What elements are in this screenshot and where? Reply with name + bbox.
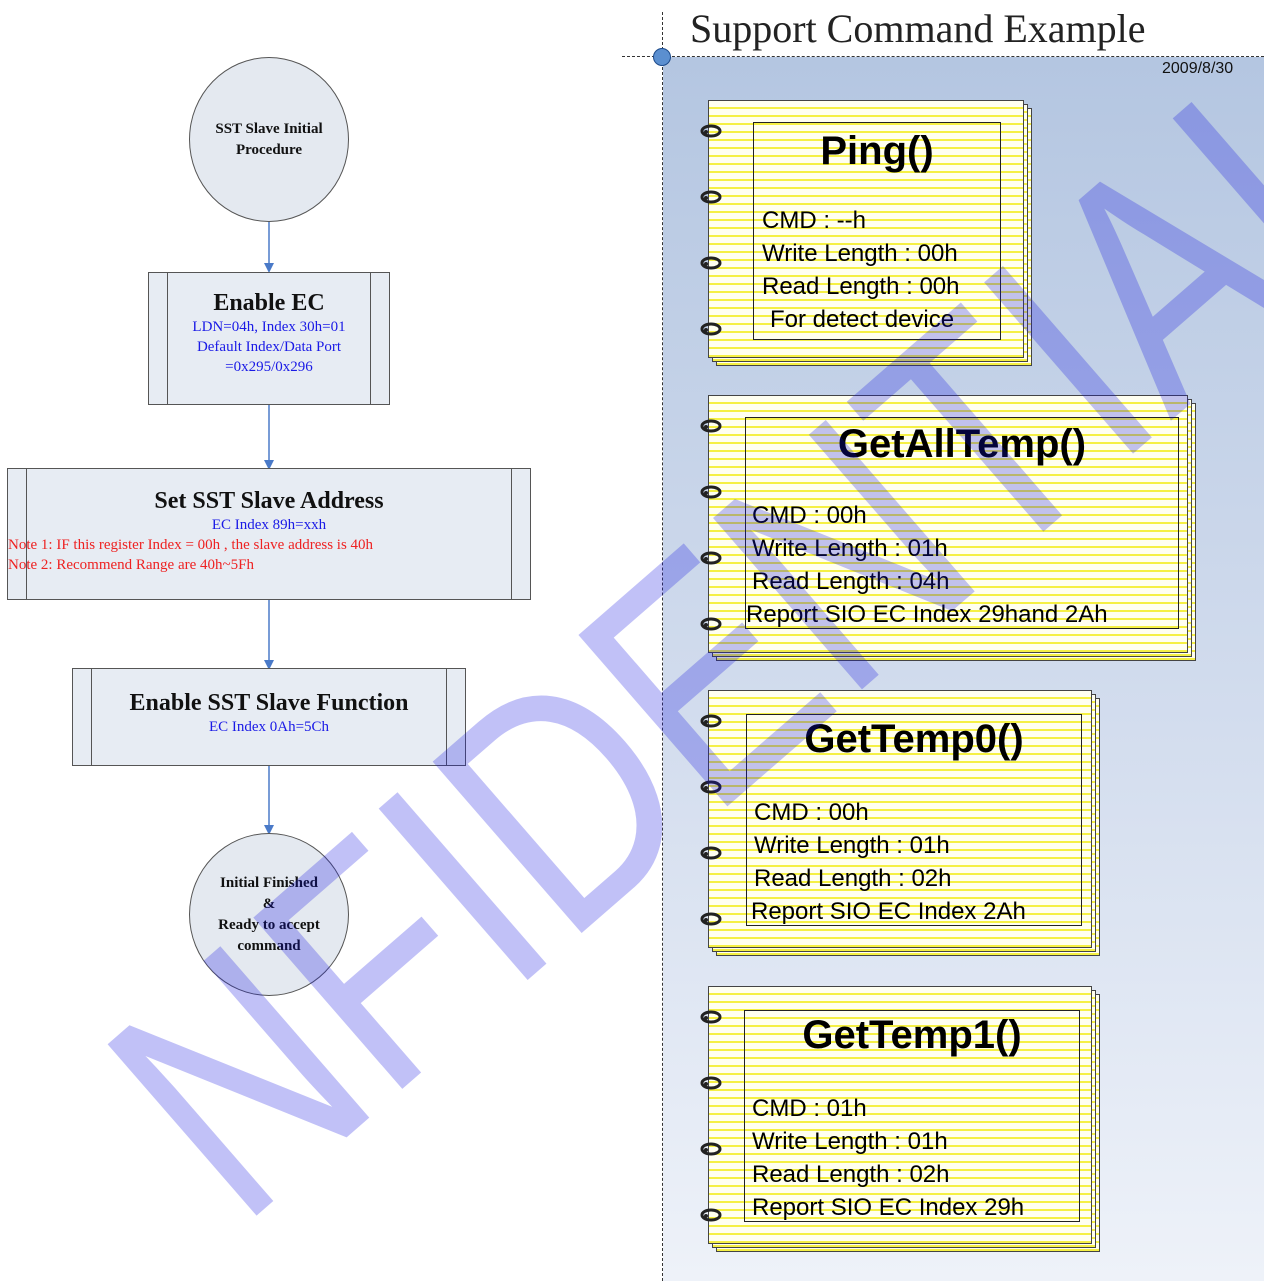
panel-corner-dot — [653, 48, 671, 66]
card-line-read: Read Length : 02h — [754, 865, 952, 892]
binder-ring-icon — [700, 551, 722, 565]
set-address-line: EC Index 89h=xxh — [211, 517, 327, 533]
card-line-cmd: CMD : 01h — [752, 1095, 867, 1122]
binder-ring-icon — [700, 714, 722, 728]
binder-ring-icon — [700, 124, 722, 138]
end-node-line-1: Initial Finished — [220, 874, 318, 891]
panel-title: Support Command Example — [690, 6, 1146, 51]
binder-ring-icon — [700, 780, 722, 794]
binder-ring-icon — [700, 256, 722, 270]
binder-ring-icon — [700, 1076, 722, 1090]
card-title: GetTemp0() — [804, 717, 1024, 761]
command-card-gettemp1: GetTemp1() CMD : 01h Write Length : 01h … — [700, 986, 1100, 1254]
card-front-sheet — [708, 100, 1024, 358]
card-inner-box: GetAllTemp() CMD : 00h Write Length : 01… — [745, 417, 1179, 629]
panel-date: 2009/8/30 — [1162, 60, 1234, 77]
process-bar-right — [511, 469, 512, 599]
set-address-title: Set SST Slave Address — [154, 488, 384, 514]
enable-ec-line-3: =0x295/0x296 — [225, 359, 313, 375]
card-line-read: Read Length : 04h — [752, 568, 950, 595]
command-card-gettemp0: GetTemp0() CMD : 00h Write Length : 01h … — [700, 690, 1100, 958]
card-line-write: Write Length : 01h — [752, 535, 948, 562]
panel-divider-horizontal — [622, 56, 1264, 57]
card-title: GetTemp1() — [802, 1013, 1022, 1057]
binder-ring-icon — [700, 1010, 722, 1024]
binder-ring-icon — [700, 190, 722, 204]
command-card-getalltemp: GetAllTemp() CMD : 00h Write Length : 01… — [700, 395, 1196, 663]
end-node-line-2: & — [262, 895, 276, 912]
enable-ec-line-1: LDN=04h, Index 30h=01 — [192, 319, 346, 335]
card-line-desc: For detect device — [770, 306, 955, 333]
binder-ring-icon — [700, 1208, 722, 1222]
end-node-line-4: command — [237, 937, 301, 954]
binder-ring-icon — [700, 617, 722, 631]
set-address-note-1: Note 1: IF this register Index = 00h , t… — [8, 537, 374, 553]
start-node: SST Slave Initial Procedure — [189, 57, 349, 222]
card-front-sheet — [708, 986, 1092, 1244]
process-bar-left — [91, 669, 92, 765]
card-line-cmd: CMD : 00h — [752, 502, 867, 529]
panel-divider-vertical — [662, 12, 663, 1281]
card-inner-box: GetTemp0() CMD : 00h Write Length : 01h … — [746, 714, 1082, 926]
command-card-ping: Ping() CMD : --h Write Length : 00h Read… — [700, 100, 1032, 368]
enable-function-line: EC Index 0Ah=5Ch — [208, 719, 330, 735]
process-bar-left — [26, 469, 27, 599]
card-line-desc: Report SIO EC Index 2Ah — [751, 898, 1026, 925]
flow-connectors — [264, 222, 274, 835]
start-node-label: SST Slave Initial Procedure — [215, 120, 323, 158]
end-node-line-3: Ready to accept — [218, 916, 320, 933]
card-line-desc: Report SIO EC Index 29hand 2Ah — [746, 601, 1108, 628]
enable-function-node: Enable SST Slave Function EC Index 0Ah=5… — [72, 668, 466, 766]
enable-ec-title: Enable EC — [213, 290, 325, 316]
card-line-read: Read Length : 00h — [762, 273, 960, 300]
set-address-note-2: Note 2: Recommend Range are 40h~5Fh — [8, 557, 254, 573]
card-inner-box: Ping() CMD : --h Write Length : 00h Read… — [753, 122, 1001, 340]
process-bar-right — [446, 669, 447, 765]
card-line-write: Write Length : 00h — [762, 240, 958, 267]
enable-ec-node: Enable EC LDN=04h, Index 30h=01 Default … — [148, 272, 390, 405]
card-title: GetAllTemp() — [837, 422, 1087, 466]
card-line-cmd: CMD : --h — [762, 207, 866, 234]
process-bar-left — [167, 273, 168, 404]
card-front-sheet — [708, 395, 1188, 653]
card-inner-box: GetTemp1() CMD : 01h Write Length : 01h … — [744, 1010, 1080, 1222]
card-front-sheet — [708, 690, 1092, 948]
enable-function-title: Enable SST Slave Function — [129, 690, 409, 716]
binder-ring-icon — [700, 912, 722, 926]
binder-ring-icon — [700, 322, 722, 336]
end-node-label: Initial Finished & Ready to accept comma… — [218, 873, 320, 957]
binder-ring-icon — [700, 419, 722, 433]
process-bar-right — [370, 273, 371, 404]
card-line-desc: Report SIO EC Index 29h — [752, 1194, 1025, 1221]
card-line-cmd: CMD : 00h — [754, 799, 869, 826]
set-address-node: Set SST Slave Address EC Index 89h=xxh N… — [7, 468, 531, 600]
binder-ring-icon — [700, 846, 722, 860]
card-line-write: Write Length : 01h — [754, 832, 950, 859]
card-title: Ping() — [820, 129, 934, 173]
binder-ring-icon — [700, 1142, 722, 1156]
enable-ec-line-2: Default Index/Data Port — [196, 339, 342, 355]
card-line-write: Write Length : 01h — [752, 1128, 948, 1155]
binder-ring-icon — [700, 485, 722, 499]
end-node: Initial Finished & Ready to accept comma… — [189, 833, 349, 996]
card-line-read: Read Length : 02h — [752, 1161, 950, 1188]
